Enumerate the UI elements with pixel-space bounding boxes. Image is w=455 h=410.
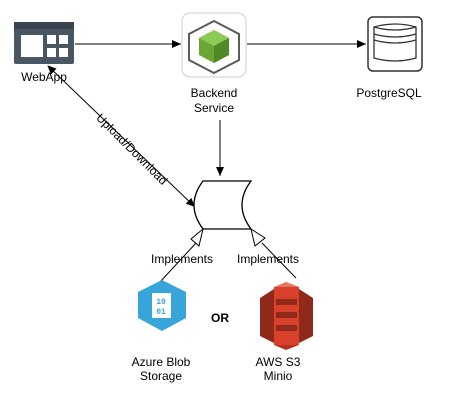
upload-download-label: Upload/Download — [93, 111, 170, 188]
backend-service-icon — [181, 12, 247, 78]
azure-icon-text-line2: 01 — [156, 308, 166, 317]
edge-azure-implements — [159, 242, 197, 283]
postgresql-label: PostgreSQL — [356, 86, 422, 100]
edge-upload-download — [47, 65, 196, 208]
implements-arrow-right — [250, 227, 266, 247]
aws-s3-label-line1: AWS S3 — [256, 355, 301, 369]
aws-s3-icon — [260, 282, 313, 350]
azure-blob-label-line1: Azure Blob — [132, 355, 191, 369]
implements-label-right: Implements — [237, 252, 299, 266]
webapp-icon — [14, 22, 74, 64]
implements-label-left: Implements — [151, 252, 213, 266]
backend-service-label-line2: Service — [194, 101, 234, 115]
azure-icon-text-line1: 10 — [156, 298, 166, 307]
or-separator: OR — [211, 311, 229, 325]
webapp-label: WebApp — [21, 70, 67, 84]
azure-blob-label-line2: Storage — [140, 369, 182, 383]
storage-interface-shape — [193, 180, 253, 230]
backend-service-label-line1: Backend — [191, 86, 238, 100]
aws-s3-label-line2: Minio — [264, 369, 293, 383]
azure-blob-storage-icon: 10 01 — [138, 280, 186, 331]
edge-aws-implements — [261, 242, 297, 279]
implements-arrow-left — [190, 227, 204, 247]
database-icon — [367, 16, 423, 72]
